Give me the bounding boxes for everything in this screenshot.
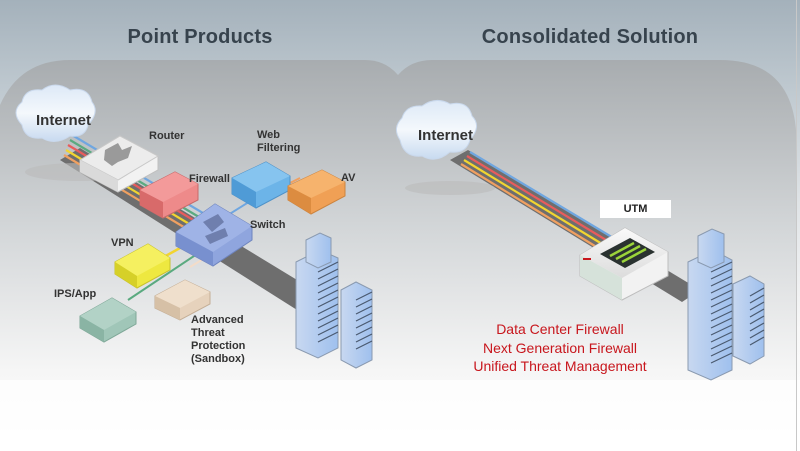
- vpn-label: VPN: [111, 237, 134, 249]
- building-floor-line: [749, 336, 765, 346]
- router-label: Router: [149, 130, 185, 142]
- building-floor-line: [710, 345, 733, 357]
- right-buildings-icon: [687, 228, 765, 381]
- building-floor-line: [317, 296, 339, 308]
- building-floor-line: [317, 261, 339, 273]
- building-floor-line: [355, 326, 373, 336]
- left-building-floors: [317, 261, 373, 350]
- building-floor-line: [710, 338, 733, 350]
- firewall-label: Firewall: [189, 173, 230, 185]
- building-floor-line: [317, 275, 339, 287]
- switch-icon: [175, 203, 253, 267]
- switch-label: Switch: [250, 219, 286, 231]
- building-floor-line: [355, 319, 373, 329]
- building-floor-line: [355, 333, 373, 343]
- building-floor-line: [317, 310, 339, 322]
- web-filtering-label-line: Filtering: [257, 142, 301, 154]
- building-floor-line: [749, 315, 765, 325]
- router-icon: [78, 135, 160, 193]
- utm-label: UTM: [600, 200, 671, 218]
- building-floor-line: [317, 289, 339, 301]
- building-floor-line: [317, 324, 339, 336]
- building-floor-line: [749, 294, 765, 304]
- building-floor-line: [317, 268, 339, 280]
- right-cables: [460, 151, 621, 255]
- building-floor-line: [749, 329, 765, 339]
- left-cloud-icon: [15, 84, 96, 142]
- ips-app-label: IPS/App: [54, 288, 97, 300]
- right-cloud-label: Internet: [418, 127, 474, 144]
- ips-app-icon: [79, 297, 137, 343]
- building-floor-line: [355, 298, 373, 308]
- building-floor-line: [710, 352, 733, 364]
- building-floor-line: [710, 310, 733, 322]
- solution-item: Data Center Firewall: [496, 321, 624, 337]
- building-floor-line: [355, 305, 373, 315]
- utm-device-icon: [579, 227, 669, 301]
- building-floor-line: [317, 317, 339, 329]
- building-floor-line: [710, 275, 733, 287]
- building-floor-line: [355, 291, 373, 301]
- left-buildings-icon: [295, 232, 373, 369]
- sandbox-label-line: Threat: [191, 327, 225, 339]
- av-label: AV: [341, 172, 356, 184]
- building-floor-line: [710, 331, 733, 343]
- building-floor-line: [710, 282, 733, 294]
- sandbox-label-line: Advanced: [191, 314, 244, 326]
- building-floor-line: [710, 317, 733, 329]
- av-icon: [287, 169, 346, 215]
- building-floor-line: [749, 308, 765, 318]
- solution-item: Next Generation Firewall: [482, 339, 638, 356]
- building-floor-line: [710, 268, 733, 280]
- left-cloud-label: Internet: [36, 112, 92, 129]
- building-floor-line: [317, 331, 339, 343]
- building-floor-line: [317, 282, 339, 294]
- sandbox-label-line: Protection: [191, 340, 246, 352]
- web-filtering-icon: [231, 161, 291, 209]
- web-filtering-label-line: Web: [257, 129, 281, 141]
- left-panel-title: Point Products: [127, 26, 273, 48]
- sandbox-label-line: (Sandbox): [191, 353, 245, 365]
- sandbox-icon: [154, 279, 211, 321]
- building-floor-line: [355, 340, 373, 350]
- right-border: [796, 0, 797, 451]
- right-building-floors: [710, 261, 765, 364]
- building-floor-line: [710, 324, 733, 336]
- building-floor-line: [749, 287, 765, 297]
- right-panel-title: Consolidated Solution: [481, 26, 699, 48]
- web-filtering-label: Web Filtering: [257, 129, 300, 155]
- solution-list: Data Center Firewall Next Generation Fir…: [440, 320, 680, 376]
- building-floor-line: [710, 261, 733, 273]
- vpn-icon: [114, 243, 171, 289]
- solution-item: Unified Threat Management: [473, 358, 647, 374]
- sandbox-label: Advanced Threat Protection (Sandbox): [191, 314, 245, 366]
- right-cloud-icon: [396, 100, 477, 160]
- firewall-icon: [139, 171, 199, 219]
- building-floor-line: [749, 301, 765, 311]
- building-floor-line: [749, 322, 765, 332]
- building-floor-line: [355, 312, 373, 322]
- building-floor-line: [317, 303, 339, 315]
- building-floor-line: [710, 296, 733, 308]
- building-floor-line: [710, 289, 733, 301]
- building-floor-line: [710, 303, 733, 315]
